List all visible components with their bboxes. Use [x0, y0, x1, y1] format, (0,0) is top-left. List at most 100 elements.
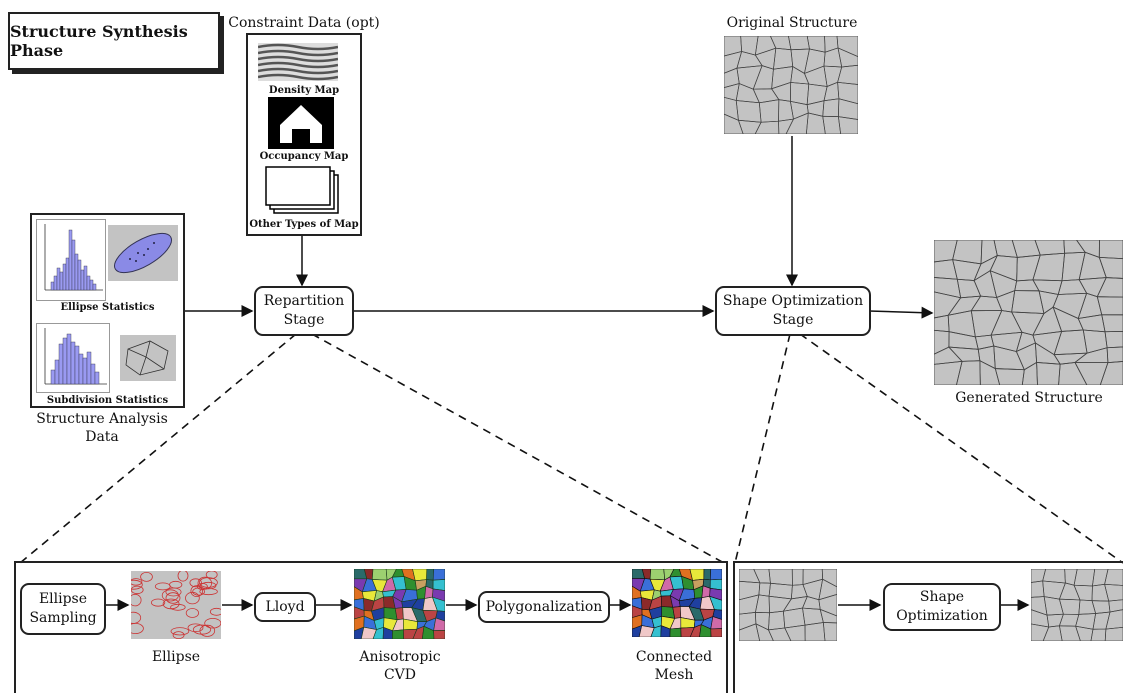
cell [1078, 599, 1097, 615]
shape-opt-output-image [1031, 569, 1123, 641]
cell [754, 36, 777, 56]
cvd-cell [649, 569, 666, 581]
cell [1031, 580, 1045, 598]
cell [788, 36, 810, 51]
cell [934, 240, 958, 263]
cell [755, 623, 774, 641]
analysis-caption: Structure Analysis Data [36, 411, 168, 445]
cell [973, 254, 999, 282]
cell [1073, 347, 1109, 364]
cell [1099, 361, 1123, 385]
generated-structure-label: Generated Structure [955, 390, 1103, 406]
cell [1036, 361, 1061, 385]
other-maps-image [265, 166, 339, 214]
sample-ellipse [131, 578, 143, 586]
cvd-cell [710, 628, 722, 637]
cell [934, 291, 962, 319]
cvd-cell [432, 579, 445, 591]
repartition-stage-node[interactable]: Repartition Stage [254, 286, 354, 336]
cell [758, 582, 771, 597]
cvd-cell [360, 626, 377, 639]
subdivision-polygon-image [120, 335, 176, 381]
cvd-cell [709, 569, 722, 581]
cell [974, 334, 995, 350]
sample-ellipse [185, 591, 200, 605]
cell [790, 65, 810, 85]
sample-ellipse [165, 587, 182, 597]
lloyd-node[interactable]: Lloyd [254, 592, 316, 622]
sample-ellipse [190, 585, 203, 598]
cell [934, 360, 963, 385]
cvd-cell [638, 625, 655, 637]
cvd-cell [699, 624, 712, 637]
cvd-cell [371, 569, 388, 581]
ellipse-fit-image [108, 225, 178, 281]
cell [785, 112, 809, 134]
cell [805, 112, 826, 134]
cell [824, 36, 839, 53]
cell [768, 569, 793, 586]
cell [1074, 362, 1109, 385]
cell [773, 47, 794, 70]
density-map-label: Density Map [268, 85, 340, 96]
cell [1011, 290, 1045, 314]
polygonalization-node[interactable]: Polygonalization [478, 591, 610, 623]
ellipse-sampling-node[interactable]: Ellipse Sampling [20, 583, 106, 635]
cell [754, 120, 780, 134]
shape-optimization-stage-node[interactable]: Shape Optimization Stage [715, 286, 871, 336]
cell [1015, 331, 1036, 353]
cell [1057, 279, 1088, 295]
cvd-cell [433, 617, 445, 632]
cell [837, 116, 858, 134]
sample-ellipse [187, 623, 204, 633]
cell [1031, 569, 1047, 583]
cell [818, 578, 837, 601]
cell [778, 118, 795, 134]
shape-optimization-detail-panel [733, 561, 1123, 693]
cell [724, 36, 743, 57]
cell [1096, 277, 1123, 298]
cell [724, 113, 744, 134]
anisotropic-cvd-image [354, 569, 445, 639]
cell [952, 259, 982, 281]
cell [1073, 584, 1093, 602]
cell [758, 99, 780, 123]
cell [1053, 329, 1088, 356]
cell [737, 119, 762, 134]
shape-opt-input-image [739, 569, 837, 641]
cell [818, 594, 837, 617]
cell [768, 610, 786, 631]
cell [1032, 252, 1066, 282]
cell [1101, 314, 1123, 333]
cell [1082, 329, 1108, 354]
cvd-cell [412, 625, 425, 639]
cell [1058, 362, 1088, 385]
phase-title: Structure Synthesis Phase [8, 12, 220, 70]
cell [947, 346, 981, 362]
cell [821, 569, 837, 588]
cell [1098, 240, 1123, 260]
cell [739, 612, 757, 631]
connected-mesh-image [632, 569, 722, 637]
cell [979, 360, 1001, 385]
cell [1058, 625, 1081, 641]
cell [837, 81, 858, 105]
cell [790, 82, 810, 106]
sample-ellipse [172, 631, 185, 639]
sample-ellipse [199, 588, 218, 596]
shape-optimization-node[interactable]: Shape Optimization [883, 583, 1001, 631]
sample-ellipse [205, 571, 218, 579]
sample-ellipse [170, 627, 190, 636]
zoom-line-left-b [311, 333, 725, 564]
cell [837, 47, 858, 68]
sample-ellipse [185, 608, 200, 618]
cell [1032, 306, 1063, 336]
cell [806, 36, 826, 53]
cvd-cell [709, 578, 722, 591]
cell [1076, 240, 1100, 258]
sample-ellipse [131, 579, 143, 590]
cell [1104, 569, 1123, 586]
cell [724, 67, 740, 89]
cvd-cell [701, 585, 711, 599]
constraint-panel: Density Map Occupancy Map Other Types of… [246, 33, 362, 236]
